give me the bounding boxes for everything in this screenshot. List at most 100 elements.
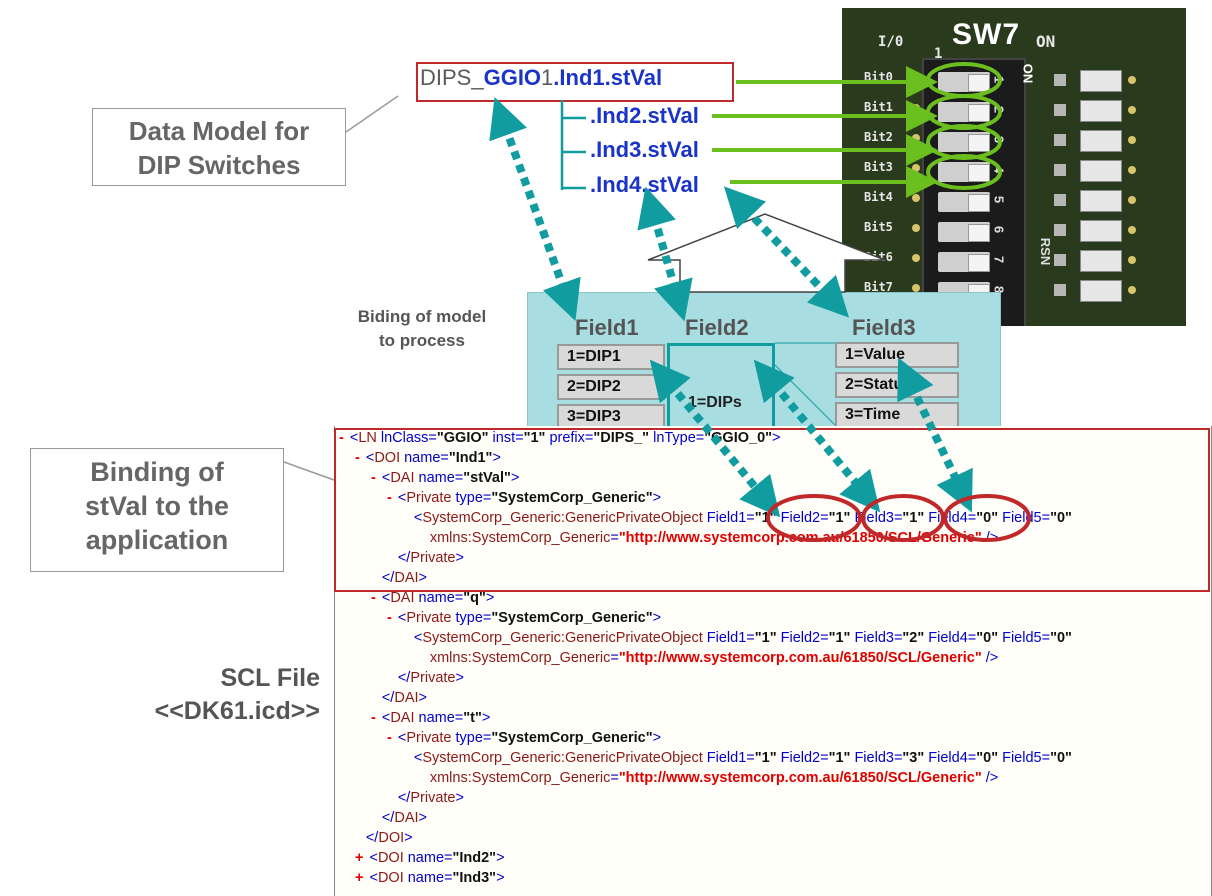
xml-token: DOI — [378, 830, 405, 846]
xml-token: > — [418, 810, 427, 826]
bit-label: Bit2 — [864, 130, 893, 144]
callout-line: Binding of — [90, 457, 224, 487]
xml-token: < — [413, 750, 423, 766]
xml-token: name= — [414, 710, 464, 726]
ind3-path: .Ind3.stVal — [590, 137, 699, 162]
label-line: to process — [379, 331, 465, 350]
expand-toggle[interactable]: + — [355, 870, 364, 886]
xml-token: DOI — [377, 850, 404, 866]
xml-token: > — [404, 830, 413, 846]
xml-line: -<SystemCorp_Generic:GenericPrivateObjec… — [403, 748, 1072, 768]
collapse-toggle[interactable]: - — [387, 730, 392, 746]
pin — [1128, 256, 1136, 264]
xml-token: type= — [451, 610, 492, 626]
collapse-toggle[interactable]: - — [387, 610, 392, 626]
xml-token: < — [397, 490, 407, 506]
expand-toggle[interactable]: + — [355, 850, 364, 866]
collapse-toggle[interactable]: - — [387, 490, 392, 506]
xml-token: Private — [410, 670, 456, 686]
xml-token: "stVal" — [463, 470, 511, 486]
xml-token: prefix= — [545, 430, 594, 446]
label-line: SCL File — [220, 664, 320, 692]
field-header: Field1 — [575, 315, 639, 340]
field-highlight — [861, 494, 945, 542]
pin — [1128, 136, 1136, 144]
xml-token: SystemCorp_Generic:GenericPrivateObject — [422, 630, 703, 646]
field-header: Field3 — [852, 315, 916, 340]
led — [1080, 220, 1122, 242]
xml-token: Field3= — [850, 510, 903, 526]
field1-cell: 2=DIP2 — [557, 374, 665, 400]
model-item: .Ind1.stVal — [553, 65, 663, 90]
collapse-toggle[interactable]: - — [371, 470, 376, 486]
xml-token: < — [369, 850, 378, 866]
xml-token: "SystemCorp_Generic" — [491, 730, 653, 746]
binding-arrow — [897, 357, 973, 513]
callout-line: DIP Switches — [137, 150, 301, 180]
xml-token: "1" — [902, 510, 925, 526]
led — [1080, 280, 1122, 302]
xml-token: Field4= — [924, 630, 977, 646]
pin — [912, 284, 920, 292]
xml-token: < — [365, 450, 375, 466]
switch-highlight — [926, 154, 1002, 190]
solder-pad — [1054, 134, 1066, 146]
xml-token: "DIPS_" — [593, 430, 650, 446]
solder-pad — [1054, 74, 1066, 86]
xml-token: > — [455, 670, 464, 686]
collapse-toggle[interactable]: - — [371, 590, 376, 606]
xml-token: Field2= — [776, 750, 829, 766]
pin — [1128, 166, 1136, 174]
xml-token: </ — [381, 570, 395, 586]
dip-slider — [938, 222, 990, 242]
led — [1080, 250, 1122, 272]
xml-token: DOI — [377, 870, 404, 886]
xml-line: -<SystemCorp_Generic:GenericPrivateObjec… — [403, 628, 1072, 648]
xml-token: "0" — [976, 630, 999, 646]
bit-label: Bit5 — [864, 220, 893, 234]
xml-token: < — [397, 610, 407, 626]
data-model-callout: Data Model for DIP Switches — [92, 108, 346, 186]
xml-token: Field5= — [998, 630, 1051, 646]
xml-token: "3" — [902, 750, 925, 766]
xml-token: </ — [397, 670, 411, 686]
xml-token: = — [610, 530, 619, 546]
xml-token: DAI — [390, 470, 415, 486]
collapse-toggle[interactable]: - — [339, 430, 344, 446]
pin — [912, 254, 920, 262]
pin — [1128, 196, 1136, 204]
callout-line: Data Model for — [128, 116, 310, 146]
xml-token: "http://www.systemcorp.com.au/61850/SCL/… — [618, 770, 982, 786]
xml-token: < — [369, 870, 378, 886]
xml-token: xmlns:SystemCorp_Generic — [429, 770, 611, 786]
xml-token: > — [418, 690, 427, 706]
collapse-toggle[interactable]: - — [371, 710, 376, 726]
xml-token: "1" — [523, 430, 546, 446]
xml-token: < — [413, 510, 423, 526]
xml-line: -</DAI> — [371, 808, 427, 828]
xml-token: Field2= — [776, 630, 829, 646]
pin — [1128, 226, 1136, 234]
bit-label: Bit7 — [864, 280, 893, 294]
xml-token: "1" — [828, 750, 851, 766]
xml-token: </ — [365, 830, 379, 846]
up-arrow-shape — [647, 213, 886, 293]
collapse-toggle[interactable]: - — [355, 450, 360, 466]
scl-file-label: SCL File <<DK61.icd>> — [120, 662, 320, 728]
pin — [912, 194, 920, 202]
xml-token: > — [481, 710, 491, 726]
xml-line: -<DOI name="Ind1"> — [355, 448, 501, 468]
xml-line: +<DOI name="Ind2"> — [355, 848, 505, 868]
solder-pad — [1054, 284, 1066, 296]
xml-token: Field4= — [924, 750, 977, 766]
xml-token: "SystemCorp_Generic" — [491, 610, 653, 626]
xml-token: DAI — [390, 710, 415, 726]
xml-token: "0" — [1050, 510, 1072, 526]
xml-token: > — [455, 550, 464, 566]
xml-token: Field2= — [776, 510, 829, 526]
xml-line: -<LN lnClass="GGIO" inst="1" prefix="DIP… — [339, 428, 781, 448]
xml-token: "0" — [976, 750, 999, 766]
xml-token: "0" — [976, 510, 999, 526]
binding-arrow — [753, 359, 881, 513]
